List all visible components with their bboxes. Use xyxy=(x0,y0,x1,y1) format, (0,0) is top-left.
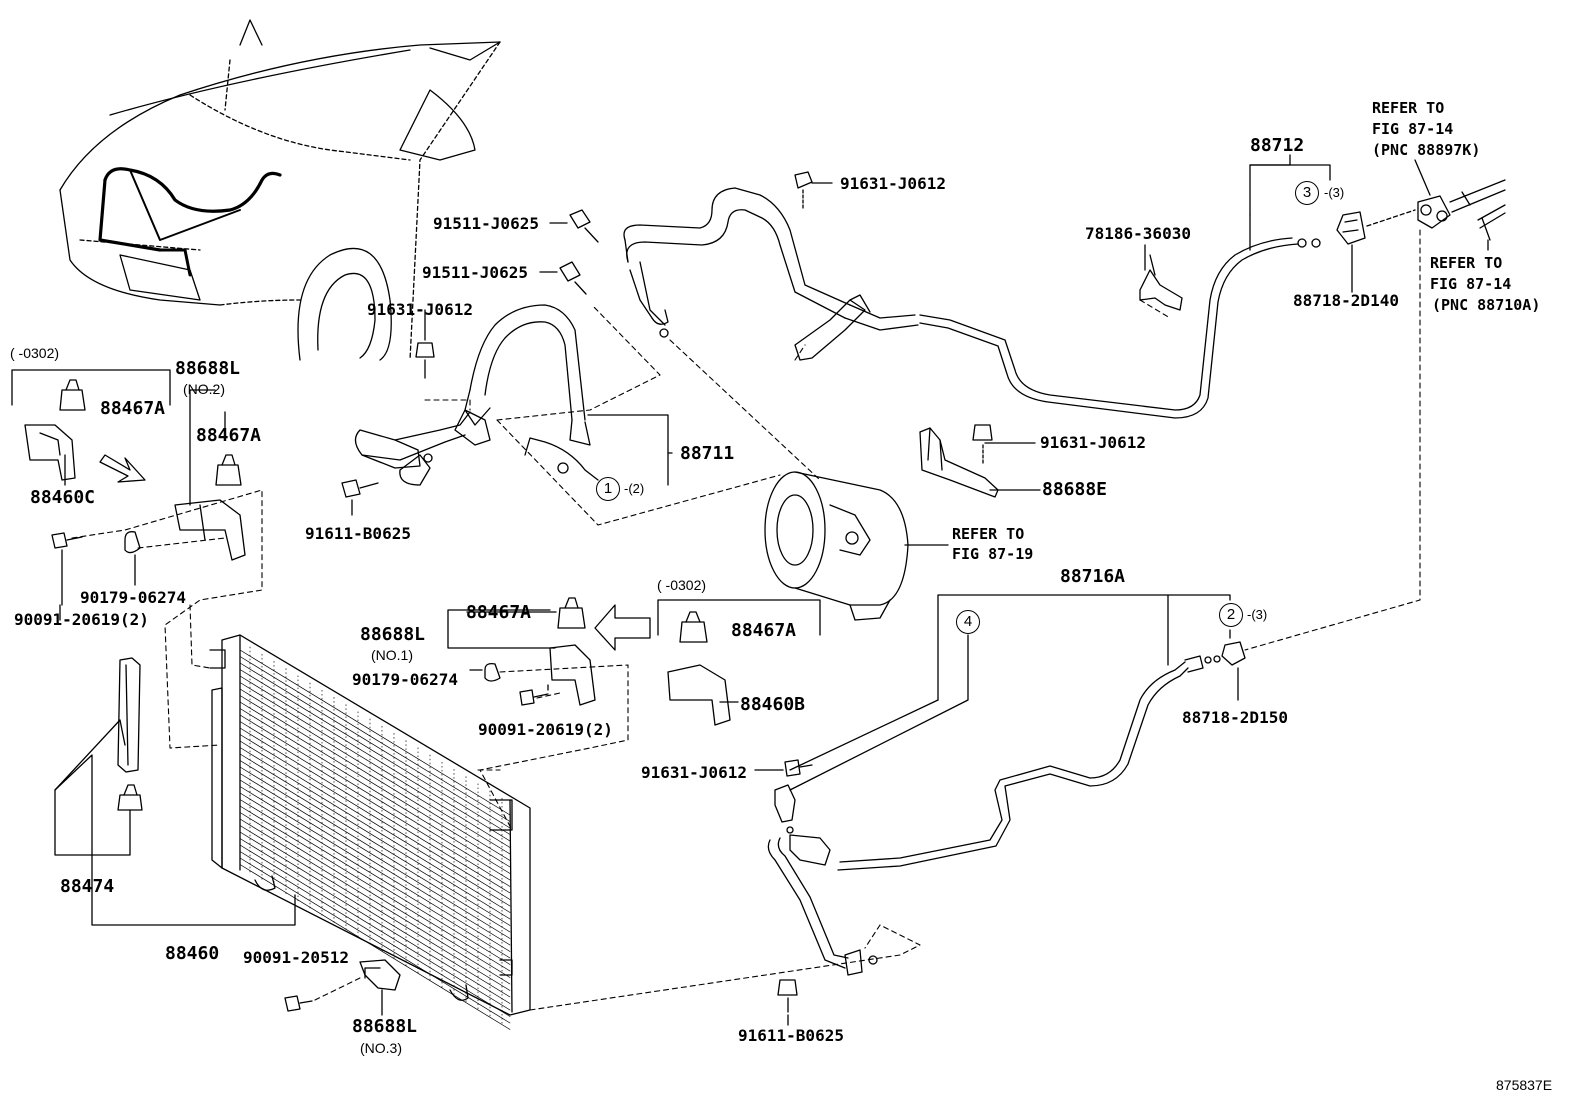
bracket-88688E xyxy=(919,427,999,498)
label-91511-J0625-b: 91511-J0625 xyxy=(422,263,528,282)
label-90179-06274-mid: 90179-06274 xyxy=(352,670,458,689)
dashed-guides xyxy=(71,229,1421,1011)
seal-88474 xyxy=(117,657,141,773)
reference-note-88897K-line2: FIG 87-14 xyxy=(1372,120,1454,138)
figure-code: 875837E xyxy=(1496,1077,1553,1093)
callout-4: 4 xyxy=(956,610,980,634)
label-88467A-no1: 88467A xyxy=(466,602,532,623)
label-88460: 88460 xyxy=(165,943,220,964)
label-90179-06274-left: 90179-06274 xyxy=(80,588,186,607)
reference-note-88897K-line1: REFER TO xyxy=(1372,99,1445,117)
condenser-88460 xyxy=(209,634,531,1030)
callout-3: 3 xyxy=(1295,181,1319,205)
reference-note-88710A-line3: (PNC 88710A) xyxy=(1432,296,1541,314)
reference-note-88710A-line1: REFER TO xyxy=(1430,254,1503,272)
vehicle-front-illustration xyxy=(59,19,501,361)
label-90091-20512: 90091-20512 xyxy=(243,948,349,967)
label-91611-B0625-bot: 91611-B0625 xyxy=(738,1026,844,1045)
brackets xyxy=(24,424,731,991)
callout-2-qty: -(3) xyxy=(1247,607,1268,622)
compressor xyxy=(764,471,909,621)
liquid-tube-88716A xyxy=(767,641,1246,976)
fasteners xyxy=(51,171,993,1013)
label-90091-20619-mid: 90091-20619(2) xyxy=(478,720,613,739)
label-88718-2D150: 88718-2D150 xyxy=(1182,708,1288,727)
callout-3-qty: -(3) xyxy=(1324,185,1345,200)
label-91611-B0625-left: 91611-B0625 xyxy=(305,524,411,543)
label-88688E: 88688E xyxy=(1042,479,1108,500)
label-no2: (NO.2) xyxy=(183,381,225,397)
callout-1-qty: -(2) xyxy=(624,481,645,496)
label-91511-J0625-a: 91511-J0625 xyxy=(433,214,539,233)
label-88474: 88474 xyxy=(60,876,115,897)
label-88460C: 88460C xyxy=(30,487,96,508)
hose-88712 xyxy=(919,179,1506,419)
label-88688L-no1: 88688L xyxy=(360,624,426,645)
callout-2: 2 xyxy=(1219,603,1243,627)
callout-1: 1 xyxy=(596,477,620,501)
reference-note-88897K-line3: (PNC 88897K) xyxy=(1372,141,1481,159)
label-88711: 88711 xyxy=(680,443,735,464)
reference-note-88710A-line2: FIG 87-14 xyxy=(1430,275,1512,293)
discharge-hose-88711 xyxy=(354,304,599,486)
label-91631-J0612-bot: 91631-J0612 xyxy=(641,763,747,782)
label-no3: (NO.3) xyxy=(360,1040,402,1056)
leader-lines xyxy=(11,154,1489,1026)
reference-note-compressor-line2: FIG 87-19 xyxy=(952,545,1034,563)
label-88718-2D140: 88718-2D140 xyxy=(1293,291,1399,310)
label-88712: 88712 xyxy=(1250,135,1305,156)
label-88467A-mid: 88467A xyxy=(731,620,797,641)
date-range-mid: ( -0302) xyxy=(657,577,707,593)
label-88467A-left: 88467A xyxy=(100,398,166,419)
label-88467A-no2: 88467A xyxy=(196,425,262,446)
label-91631-J0612-mid: 91631-J0612 xyxy=(1040,433,1146,452)
label-88460B: 88460B xyxy=(740,694,806,715)
reference-note-compressor-line1: REFER TO xyxy=(952,525,1025,543)
label-88688L-no2: 88688L xyxy=(175,358,241,379)
clamp-78186 xyxy=(1139,254,1183,311)
label-90091-20619-left: 90091-20619(2) xyxy=(14,610,149,629)
label-88688L-no3: 88688L xyxy=(352,1016,418,1037)
label-88716A: 88716A xyxy=(1060,566,1126,587)
label-no1: (NO.1) xyxy=(371,647,413,663)
suction-hose xyxy=(623,187,919,361)
date-range-left: ( -0302) xyxy=(10,345,60,361)
label-78186-36030: 78186-36030 xyxy=(1085,224,1191,243)
label-91631-J0612-top: 91631-J0612 xyxy=(840,174,946,193)
label-91631-J0612-left: 91631-J0612 xyxy=(367,300,473,319)
